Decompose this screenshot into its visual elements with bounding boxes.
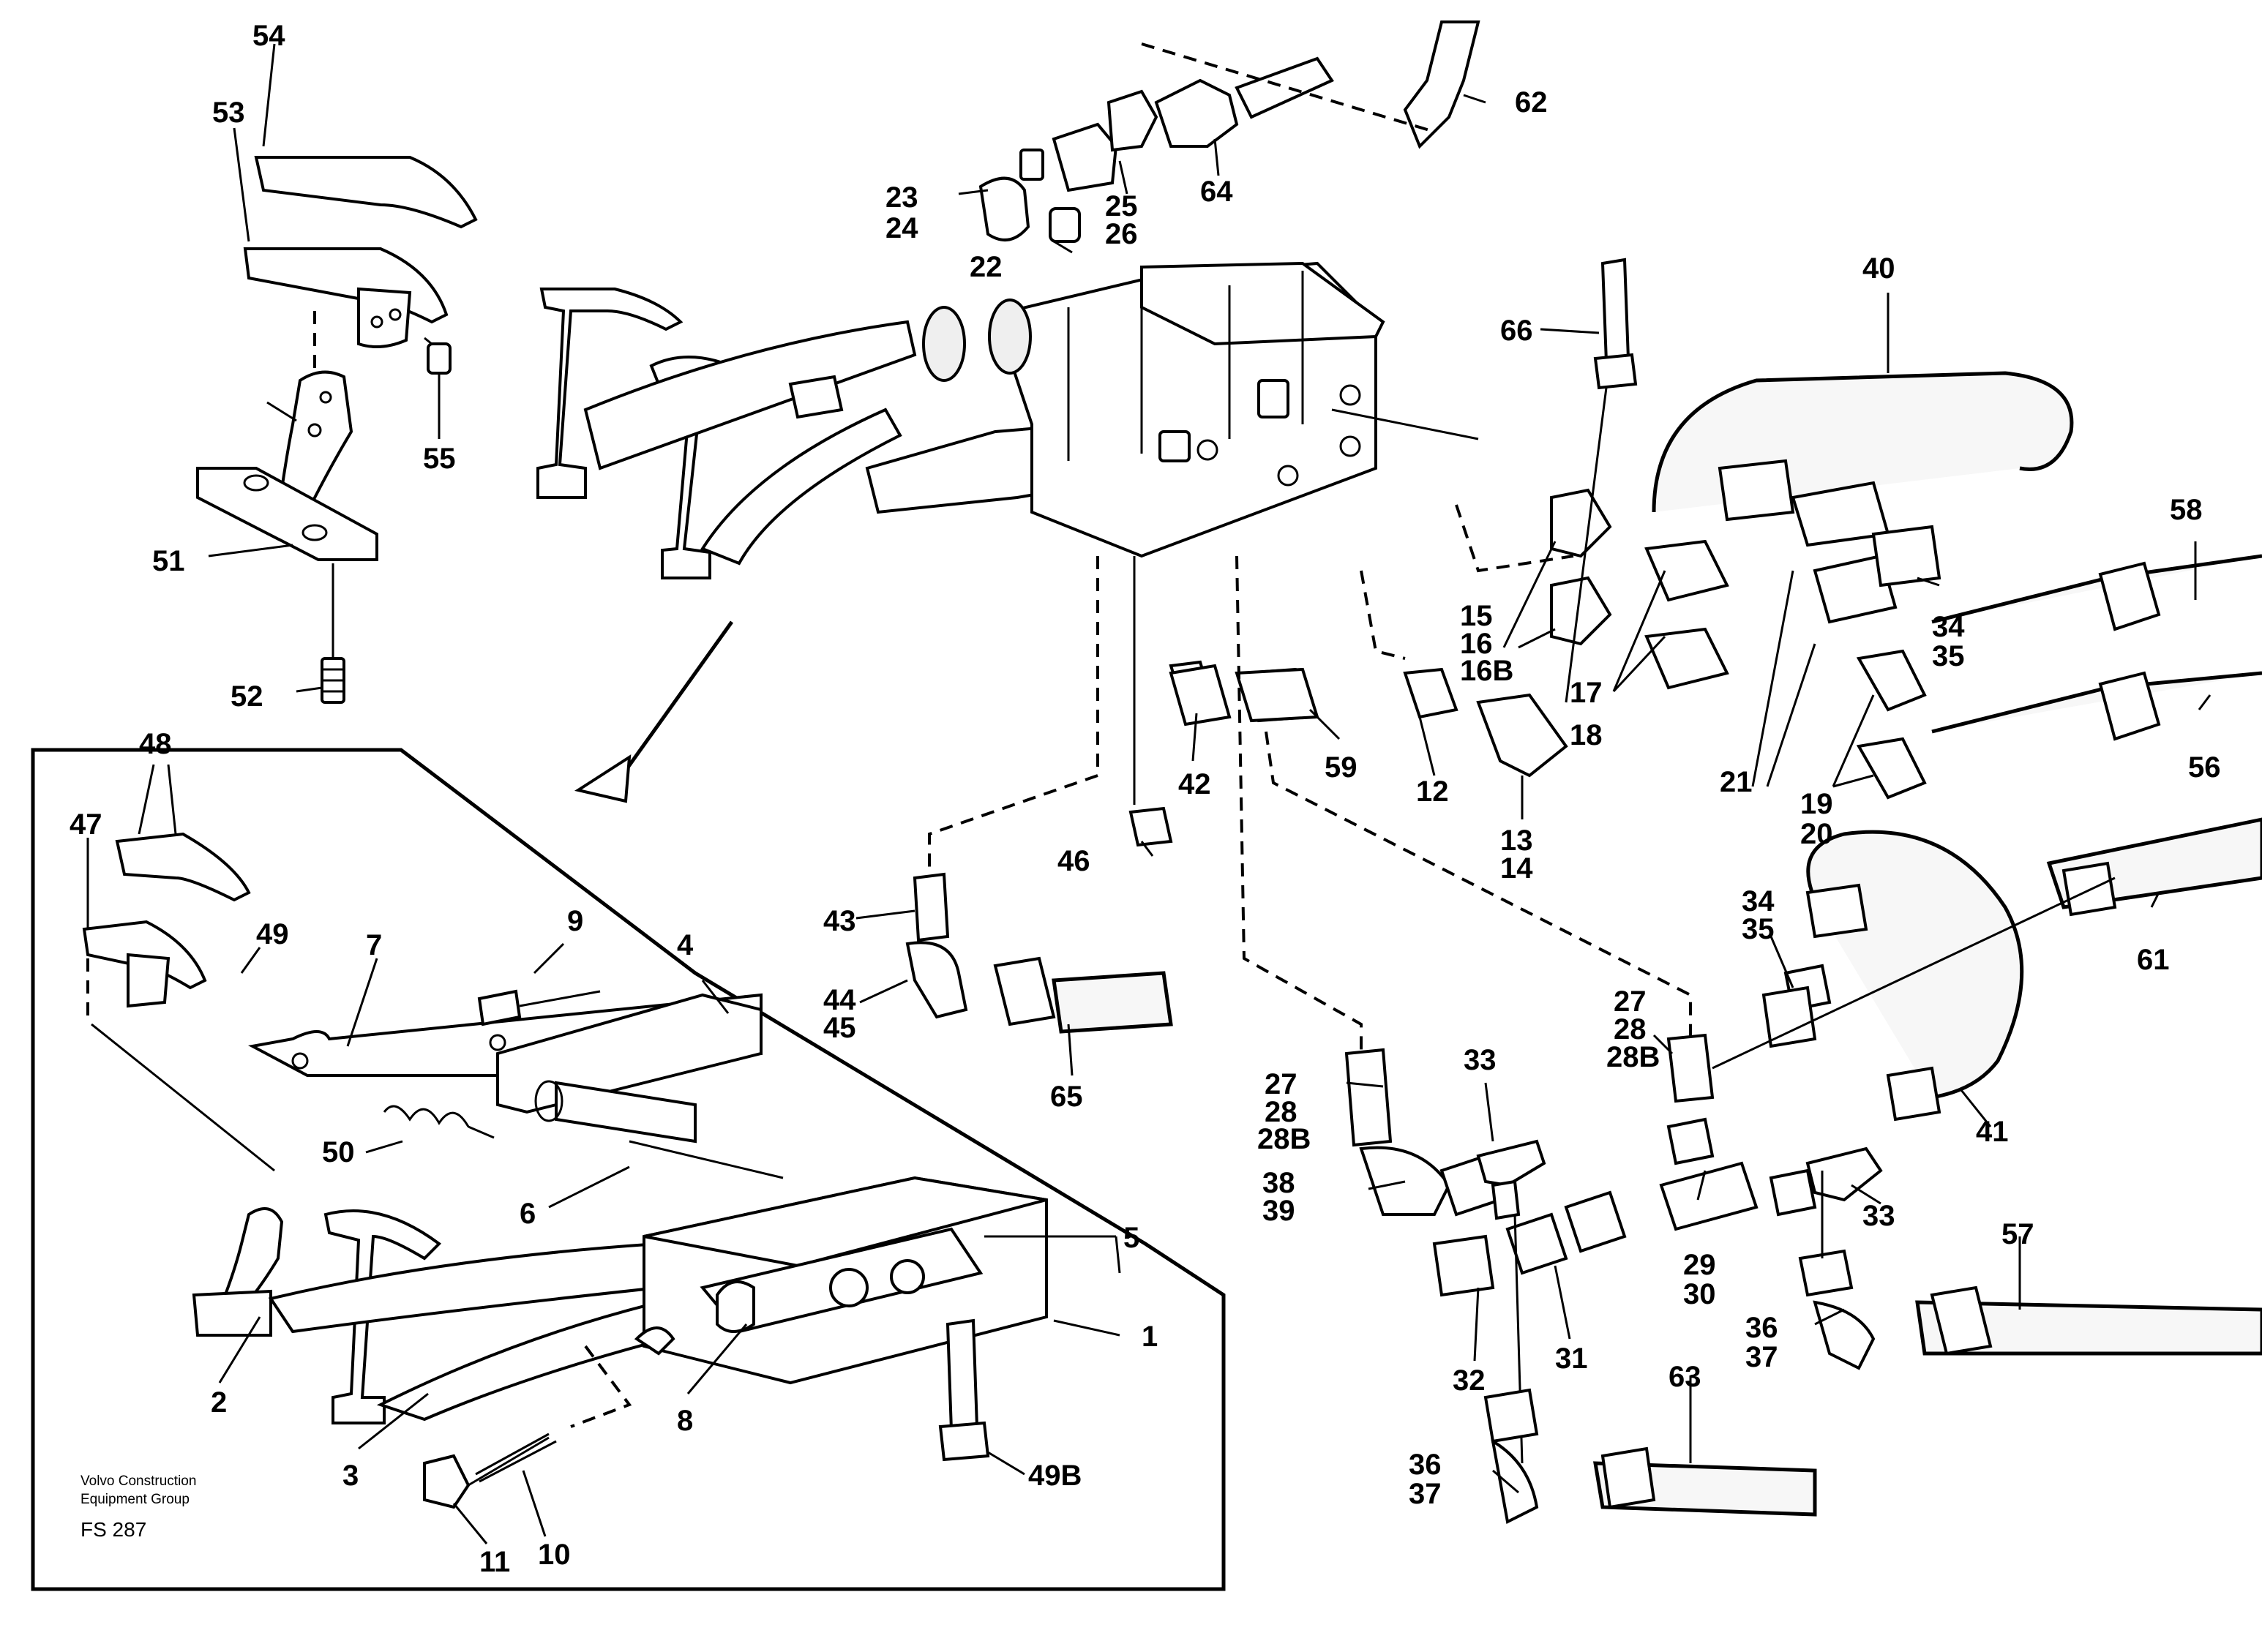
callout-33-left: 33 <box>1464 1044 1497 1076</box>
callout-28-right: 28 <box>1614 1013 1647 1045</box>
callout-43: 43 <box>823 905 856 937</box>
callout-19: 19 <box>1800 788 1833 820</box>
center-fittings <box>905 556 1319 1034</box>
callout-39: 39 <box>1262 1195 1295 1227</box>
callout-61: 61 <box>2137 944 2170 976</box>
callout-29: 29 <box>1683 1249 1716 1281</box>
callout-8: 8 <box>677 1405 693 1437</box>
company-line-2: Equipment Group <box>80 1492 190 1507</box>
callout-24: 24 <box>885 212 918 244</box>
callout-46: 46 <box>1057 845 1090 877</box>
callout-35-upper: 35 <box>1932 640 1965 672</box>
callout-47: 47 <box>70 808 102 841</box>
callout-28B-left: 28B <box>1257 1123 1311 1155</box>
callout-31: 31 <box>1555 1343 1588 1375</box>
callout-34-upper: 34 <box>1932 611 1965 643</box>
callout-57: 57 <box>2001 1218 2034 1250</box>
callout-23: 23 <box>885 181 918 214</box>
upper-fittings <box>978 20 1480 243</box>
pedal-pad-assembly <box>196 156 478 704</box>
callout-30: 30 <box>1683 1278 1716 1310</box>
callout-37-right: 37 <box>1745 1341 1778 1373</box>
callout-13: 13 <box>1500 825 1533 857</box>
callout-56: 56 <box>2188 751 2221 784</box>
leader-lines <box>86 43 2212 1544</box>
callout-7: 7 <box>366 929 382 961</box>
callout-51: 51 <box>152 545 185 577</box>
company-line-1: Volvo Construction <box>80 1473 196 1489</box>
callout-20: 20 <box>1800 818 1833 850</box>
callout-22: 22 <box>970 251 1003 283</box>
callout-33-right: 33 <box>1862 1200 1895 1232</box>
callout-65: 65 <box>1050 1081 1083 1113</box>
callout-27-right: 27 <box>1614 985 1647 1018</box>
callout-16B: 16B <box>1460 655 1513 687</box>
callout-12: 12 <box>1416 776 1449 808</box>
callout-28B-right: 28B <box>1606 1041 1660 1073</box>
callout-10: 10 <box>538 1539 571 1571</box>
callout-37-left: 37 <box>1409 1478 1442 1510</box>
callout-58: 58 <box>2170 494 2203 526</box>
callout-63: 63 <box>1669 1361 1701 1393</box>
callout-62: 62 <box>1515 86 1548 119</box>
callout-36-right: 36 <box>1745 1312 1778 1344</box>
callout-54: 54 <box>252 20 285 52</box>
right-fittings <box>1169 258 2262 800</box>
callout-14: 14 <box>1500 852 1533 885</box>
callout-40: 40 <box>1862 252 1895 285</box>
callout-6: 6 <box>520 1198 536 1230</box>
callout-52: 52 <box>231 680 263 713</box>
callout-45: 45 <box>823 1012 856 1044</box>
callout-42: 42 <box>1178 768 1211 800</box>
callout-50: 50 <box>322 1136 355 1168</box>
callout-35-lower: 35 <box>1742 913 1775 945</box>
callout-34-lower: 34 <box>1742 885 1775 917</box>
callout-21: 21 <box>1720 766 1753 798</box>
lower-right-fittings <box>1235 555 2262 1524</box>
callout-27-left: 27 <box>1265 1068 1297 1100</box>
callout-32: 32 <box>1453 1364 1486 1397</box>
callout-53: 53 <box>212 97 245 129</box>
callout-44: 44 <box>823 984 856 1016</box>
callout-2: 2 <box>211 1386 227 1419</box>
callout-15: 15 <box>1460 600 1493 632</box>
callout-28-left: 28 <box>1265 1096 1297 1128</box>
callout-48: 48 <box>139 728 172 760</box>
callout-26: 26 <box>1105 218 1138 250</box>
callout-18: 18 <box>1570 719 1603 751</box>
callout-66: 66 <box>1500 315 1533 347</box>
callout-49B: 49B <box>1028 1460 1082 1492</box>
brake-valve-assembly <box>536 261 1385 579</box>
callout-49: 49 <box>256 918 289 950</box>
callout-4: 4 <box>677 929 694 961</box>
figure-credit: Volvo Construction Equipment Group FS 28… <box>80 1473 196 1541</box>
callout-labels: 54 53 55 51 52 23 24 22 25 26 64 62 66 4… <box>70 20 2221 1578</box>
callout-16: 16 <box>1460 628 1493 660</box>
callout-55: 55 <box>423 443 456 475</box>
callout-38: 38 <box>1262 1167 1295 1199</box>
inset-parts <box>82 832 1048 1509</box>
figure-code: FS 287 <box>80 1518 146 1541</box>
callout-25: 25 <box>1105 190 1138 222</box>
callout-5: 5 <box>1123 1222 1139 1254</box>
callout-9: 9 <box>567 905 583 937</box>
detail-inset <box>31 620 1226 1591</box>
callout-17: 17 <box>1570 677 1603 709</box>
callout-64: 64 <box>1200 176 1233 208</box>
callout-41: 41 <box>1976 1116 2009 1148</box>
callout-36-left: 36 <box>1409 1449 1442 1481</box>
callout-3: 3 <box>342 1460 359 1492</box>
callout-11: 11 <box>479 1546 510 1578</box>
callout-1: 1 <box>1142 1321 1158 1353</box>
callout-59: 59 <box>1325 751 1357 784</box>
